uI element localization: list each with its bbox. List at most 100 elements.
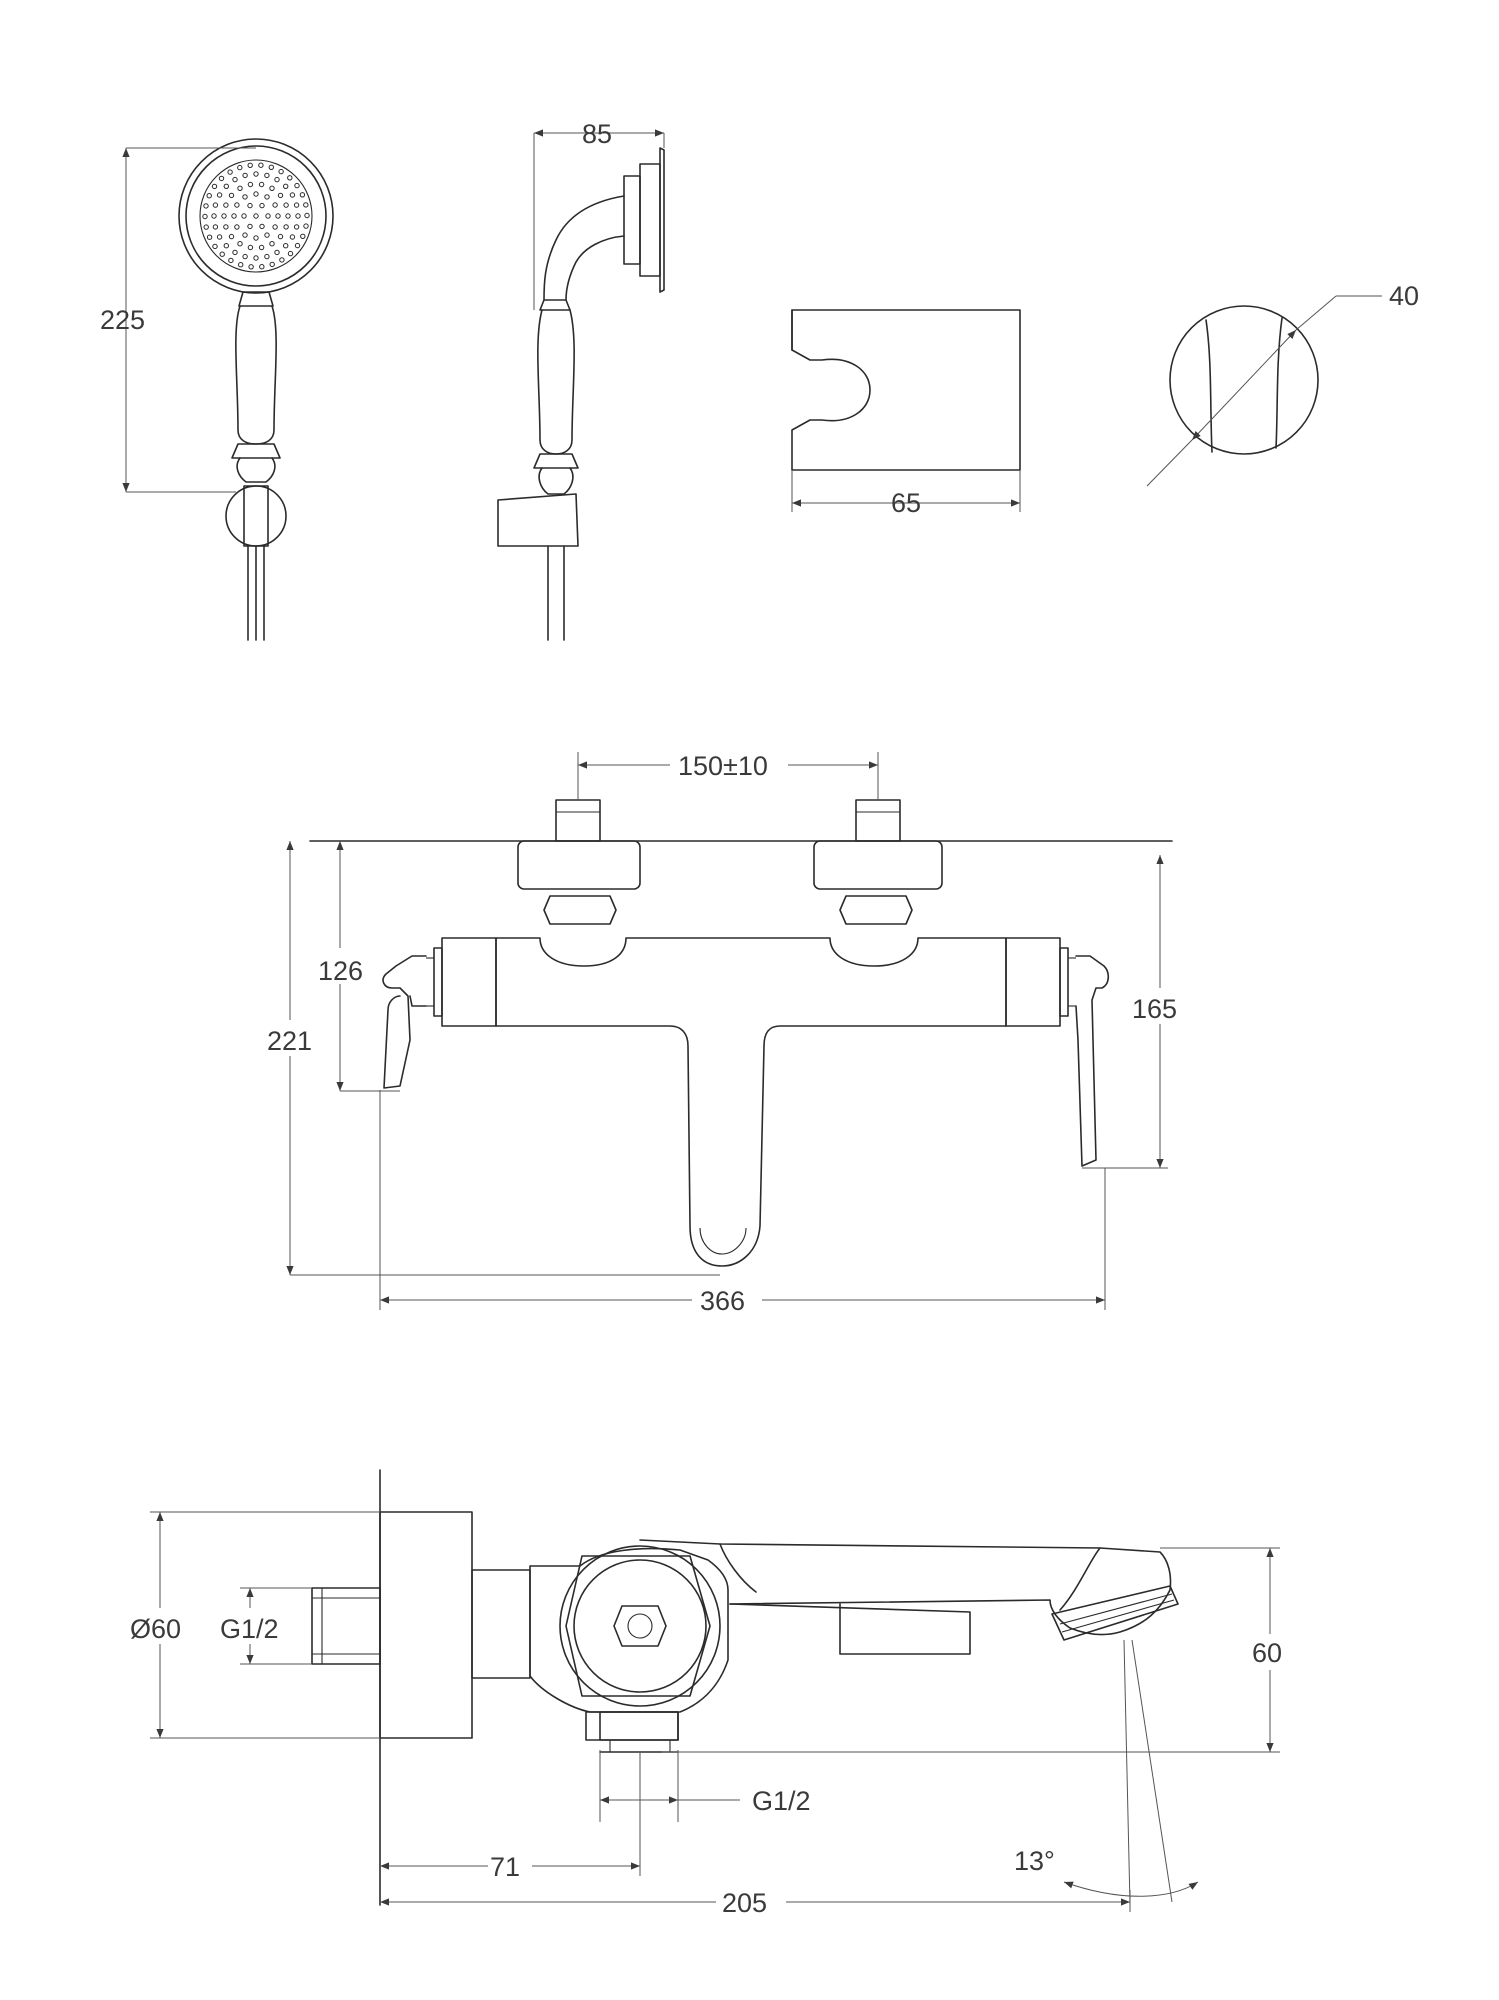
nozzle-dot xyxy=(234,202,240,208)
nozzle-dot xyxy=(242,232,248,238)
nozzle-dot xyxy=(206,193,212,199)
nozzle-dot xyxy=(259,202,265,209)
dim-40-label: 40 xyxy=(1389,281,1419,311)
nozzle-dot xyxy=(299,192,306,198)
nozzle-dot xyxy=(294,182,300,189)
nozzle-dot xyxy=(274,176,280,183)
nozzle-dot xyxy=(253,235,259,241)
nozzle-dot xyxy=(248,264,254,270)
dim-85-label: 85 xyxy=(582,119,612,149)
nozzle-dot xyxy=(259,223,265,230)
nozzle-dot xyxy=(216,234,223,240)
nozzle-dot xyxy=(247,223,253,230)
nozzle-dot xyxy=(274,249,280,256)
nozzle-dot xyxy=(264,253,270,260)
nozzle-dot xyxy=(212,243,218,250)
nozzle-dot xyxy=(265,213,271,219)
hose-section xyxy=(1169,305,1319,455)
mixer-side-view xyxy=(311,1469,1280,1906)
nozzle-dot xyxy=(221,213,227,219)
top-dimensions: 225 85 65 40 xyxy=(100,119,1419,518)
hand-shower-front-view xyxy=(178,138,334,641)
bottom-dimensions: Ø60 G1/2 60 G1/2 13° 71 205 xyxy=(128,1511,1298,1920)
nozzle-dot xyxy=(237,241,243,247)
nozzle-dot xyxy=(232,249,238,256)
nozzle-dot xyxy=(228,233,235,240)
nozzle-dot xyxy=(259,264,265,270)
nozzle-dot xyxy=(232,176,238,183)
nozzle-dot xyxy=(285,213,291,219)
nozzle-dot xyxy=(253,191,259,197)
nozzle-pattern xyxy=(202,162,310,270)
nozzle-dot xyxy=(258,181,265,188)
nozzle-dot xyxy=(269,241,275,247)
nozzle-dot xyxy=(293,202,300,208)
nozzle-dot xyxy=(234,224,240,230)
nozzle-dot xyxy=(242,253,248,260)
nozzle-dot xyxy=(238,262,244,268)
nozzle-dot xyxy=(283,202,289,208)
nozzle-dot xyxy=(231,213,237,219)
hand-shower-side-view xyxy=(497,147,665,641)
dim-150-label: 150±10 xyxy=(678,751,768,781)
nozzle-dot xyxy=(247,162,253,169)
nozzle-dot xyxy=(283,183,289,190)
nozzle-dot xyxy=(218,175,225,182)
middle-dimensions: 150±10 126 221 165 366 xyxy=(264,740,1182,1318)
nozzle-dot xyxy=(283,243,289,249)
nozzle-dot xyxy=(223,183,230,190)
nozzle-dot xyxy=(212,224,219,230)
nozzle-dot xyxy=(211,213,217,219)
dim-g12-bottom-label: G1/2 xyxy=(752,1786,811,1816)
dim-71-label: 71 xyxy=(490,1852,520,1882)
nozzle-dot xyxy=(237,185,243,192)
nozzle-dot xyxy=(287,250,294,257)
nozzle-dot xyxy=(304,212,310,219)
nozzle-dot xyxy=(212,202,219,208)
nozzle-dot xyxy=(223,202,229,208)
dim-d60-label: Ø60 xyxy=(130,1614,181,1644)
nozzle-dot xyxy=(242,172,248,179)
dim-366-label: 366 xyxy=(700,1286,745,1316)
nozzle-dot xyxy=(295,213,301,219)
nozzle-dot xyxy=(287,175,293,181)
nozzle-dot xyxy=(303,202,309,208)
nozzle-dot xyxy=(242,194,248,200)
mixer-front-view xyxy=(309,799,1173,1267)
dim-60-label: 60 xyxy=(1252,1638,1282,1668)
nozzle-dot xyxy=(253,213,259,219)
nozzle-dot xyxy=(241,213,247,219)
nozzle-dot xyxy=(237,164,243,171)
nozzle-dot xyxy=(272,202,278,208)
nozzle-dot xyxy=(202,213,208,220)
dim-13deg-label: 13° xyxy=(1014,1846,1055,1876)
nozzle-dot xyxy=(275,213,281,219)
nozzle-dot xyxy=(203,224,209,230)
dim-205-label: 205 xyxy=(722,1888,767,1918)
nozzle-dot xyxy=(258,244,265,251)
nozzle-dot xyxy=(247,244,254,251)
nozzle-dot xyxy=(247,181,254,188)
nozzle-dot xyxy=(258,162,264,168)
nozzle-dot xyxy=(283,224,289,230)
nozzle-dot xyxy=(278,168,284,175)
dim-g12-left-label: G1/2 xyxy=(220,1614,279,1644)
nozzle-dot xyxy=(216,192,223,198)
nozzle-dot xyxy=(269,185,275,192)
nozzle-dot xyxy=(264,194,270,200)
nozzle-dot xyxy=(223,224,229,230)
nozzle-dot xyxy=(268,164,274,171)
nozzle-dot xyxy=(227,169,233,175)
holder-front-view xyxy=(791,309,1021,471)
nozzle-dot xyxy=(272,224,278,230)
nozzle-dot xyxy=(289,192,296,198)
nozzle-dot xyxy=(228,192,235,199)
nozzle-dot xyxy=(253,171,259,177)
nozzle-dot xyxy=(264,172,270,179)
nozzle-dot xyxy=(277,233,284,240)
nozzle-dot xyxy=(223,243,230,249)
dim-221-label: 221 xyxy=(267,1026,312,1056)
dim-126-label: 126 xyxy=(318,956,363,986)
nozzle-dot xyxy=(293,224,300,230)
